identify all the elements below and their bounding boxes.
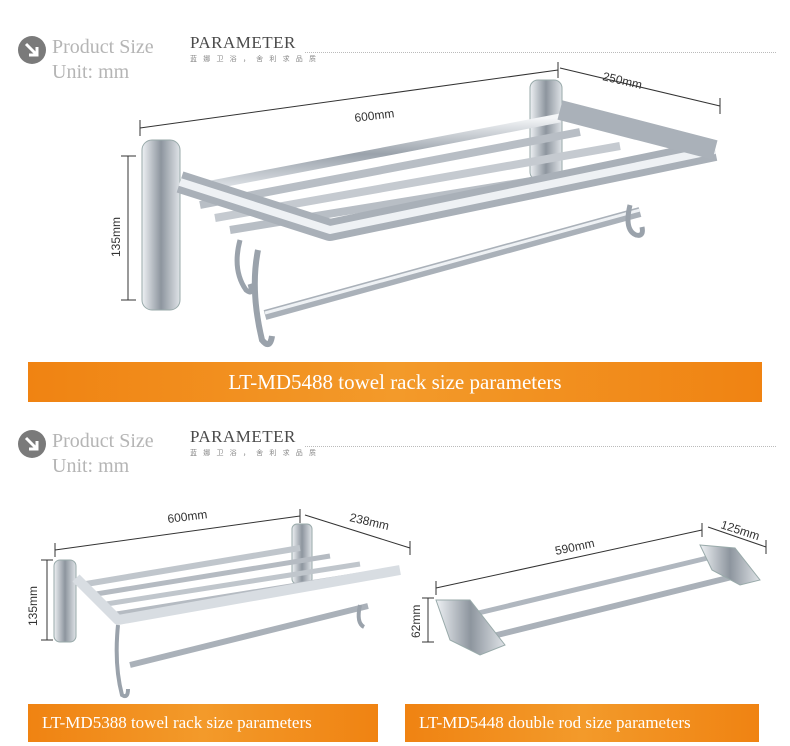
- parameter-subtitle: 蓝 娜 卫 浴 ， 舍 利 求 品 质: [190, 449, 319, 457]
- unit-label: Unit: mm: [52, 455, 130, 477]
- dotted-divider: [305, 446, 776, 447]
- dim-height-2: 135mm: [26, 586, 40, 626]
- dim-height-3: 62mm: [409, 605, 423, 638]
- parameter-title: PARAMETER: [190, 33, 296, 52]
- arrow-circle-icon: [18, 36, 46, 64]
- banner-md5448: LT-MD5448 double rod size parameters: [405, 704, 759, 742]
- towel-rack-1-image: [121, 62, 721, 348]
- product-size-label: Product Size: [52, 36, 154, 58]
- dotted-divider: [305, 52, 776, 53]
- dim-length-2: 600mm: [167, 507, 208, 526]
- product-size-label: Product Size: [52, 430, 154, 452]
- dim-length-1: 600mm: [354, 106, 395, 125]
- banner-md5388: LT-MD5388 towel rack size parameters: [28, 704, 378, 742]
- double-rod-image: [422, 523, 767, 656]
- dim-depth-3: 125mm: [719, 518, 761, 544]
- section-header-1: Product Size Unit: mm PARAMETER 蓝 娜 卫 浴 …: [0, 30, 790, 100]
- arrow-circle-icon: [18, 430, 46, 458]
- dim-depth-1: 250mm: [601, 69, 643, 92]
- parameter-title: PARAMETER: [190, 427, 296, 446]
- unit-label: Unit: mm: [52, 61, 130, 83]
- dim-depth-2: 238mm: [348, 510, 390, 533]
- banner-md5488: LT-MD5488 towel rack size parameters: [28, 362, 762, 402]
- parameter-subtitle: 蓝 娜 卫 浴 ， 舍 利 求 品 质: [190, 55, 319, 63]
- dim-height-1: 135mm: [109, 217, 123, 257]
- section-header-2: Product Size Unit: mm PARAMETER 蓝 娜 卫 浴 …: [0, 424, 790, 494]
- towel-rack-2-image: [41, 509, 411, 699]
